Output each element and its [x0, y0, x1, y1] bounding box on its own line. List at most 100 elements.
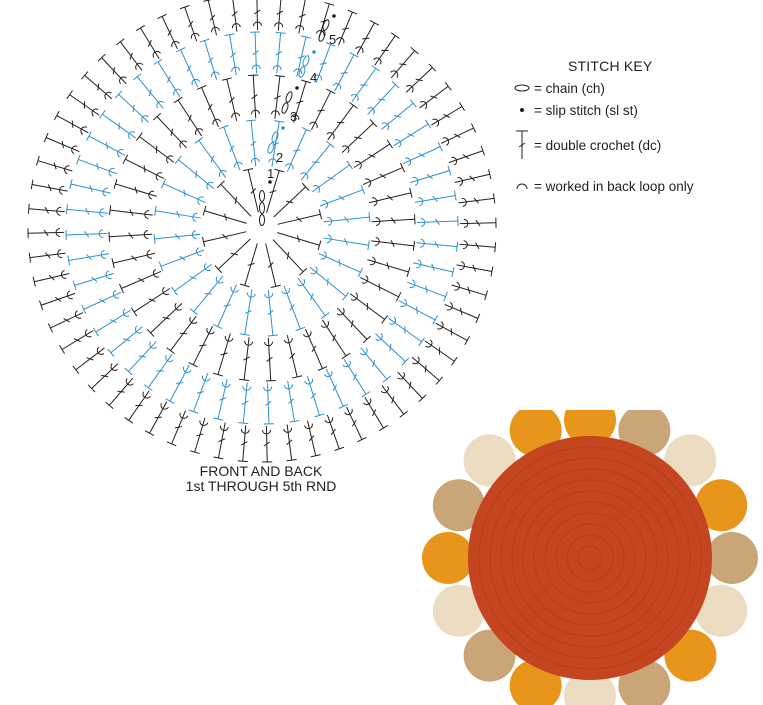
chain-stitch	[318, 30, 326, 42]
dc-stitch-r5	[448, 145, 485, 166]
back-loop-mark	[242, 385, 252, 391]
dc-stitch-r2	[160, 178, 206, 206]
round-number-3: 3	[290, 109, 297, 124]
back-loop-mark	[371, 197, 378, 207]
diagram-caption: FRONT AND BACK 1st THROUGH 5th RND	[150, 464, 372, 494]
back-loop-mark	[354, 161, 362, 170]
pompom	[432, 584, 485, 637]
dc-stitch-r5	[28, 249, 66, 263]
back-loop-mark	[60, 270, 67, 279]
back-loop-mark	[143, 230, 149, 240]
dc-stitch-r3	[173, 96, 204, 137]
back-loop-mark	[388, 316, 396, 325]
back-loop-mark	[119, 76, 127, 85]
dc-stitch-r2	[171, 262, 212, 296]
back-loop-mark	[91, 108, 99, 117]
dc-stitch-r4	[387, 316, 425, 347]
dc-stitch-r1	[243, 167, 259, 213]
back-loop-mark	[80, 126, 88, 135]
key-row-back-loop: = worked in back loop only	[512, 176, 693, 196]
turning-chains	[267, 14, 336, 154]
back-loop-mark	[380, 386, 389, 394]
dc-stitch-r5	[231, 0, 241, 32]
back-loop-mark	[122, 308, 130, 317]
back-loop-mark	[341, 145, 350, 154]
back-loop-mark	[350, 292, 358, 301]
back-loop-mark	[335, 37, 345, 44]
back-loop-mark	[218, 170, 228, 178]
dc-stitch-r5	[397, 371, 427, 403]
dc-stitch-r5	[363, 396, 389, 432]
dc-stitch-r5	[405, 63, 437, 93]
dc-stitch-r5	[262, 425, 273, 463]
back-loop-mark	[264, 293, 274, 299]
back-loop-mark	[206, 327, 215, 335]
back-loop-mark	[174, 302, 183, 311]
back-loop-mark	[156, 100, 165, 109]
dc-stitch-r4	[313, 42, 336, 83]
dc-stitch-r4	[199, 38, 220, 80]
dc-stitch-r3	[239, 337, 254, 382]
back-loop-mark	[309, 121, 318, 129]
dc-stitch-r2	[239, 289, 256, 336]
dc-stitch-r4	[304, 376, 325, 418]
back-loop-mark	[283, 337, 293, 344]
dc-stitch-r2	[154, 205, 201, 222]
dc-stitch-r4	[393, 119, 432, 148]
back-loop-mark	[375, 333, 383, 341]
back-loop-mark	[128, 131, 136, 140]
dc-stitch-r5	[115, 38, 144, 71]
back-loop-mark	[361, 275, 369, 284]
dc-stitch-r3	[221, 77, 241, 122]
key-label-double-crochet: = double crochet (dc)	[534, 137, 662, 153]
back-loop-mark	[342, 360, 351, 368]
back-loop-mark	[296, 278, 306, 286]
dc-stitch-r1	[202, 205, 247, 224]
dc-stitch-r1	[201, 231, 247, 247]
back-loop-mark	[110, 363, 119, 371]
dc-stitch-r2	[319, 184, 366, 209]
chain-stitch	[302, 55, 310, 67]
dc-stitch-r2	[268, 120, 285, 167]
dc-stitch-r1	[216, 180, 252, 217]
chain-stitch	[322, 19, 330, 31]
chain-stitch	[285, 91, 293, 103]
back-loop-mark	[195, 247, 202, 256]
back-loop-mark	[264, 341, 274, 347]
back-loop-mark	[459, 261, 465, 271]
chain-icon	[512, 78, 532, 98]
back-loop-mark	[364, 178, 372, 188]
back-loop-mark	[409, 279, 416, 289]
dc-stitch-r5	[454, 169, 492, 186]
dc-stitch-r2	[194, 137, 228, 178]
dc-stitch-r4	[153, 58, 182, 97]
back-loop-mark	[295, 25, 305, 31]
dc-stitch-r5	[430, 101, 466, 127]
chain-stitch	[259, 190, 265, 202]
dc-stitch-r1	[214, 238, 251, 274]
back-loop-mark	[420, 101, 428, 110]
dc-stitch-r4	[323, 368, 349, 409]
dc-stitch-r3	[320, 319, 351, 360]
dc-stitch-r5	[179, 5, 200, 42]
back-loop-mark	[320, 320, 329, 328]
back-loop-mark	[344, 408, 353, 416]
back-loop-mark	[224, 335, 234, 342]
dc-stitch-r3	[108, 230, 153, 242]
back-loop-mark	[191, 230, 197, 240]
back-loop-mark	[381, 122, 390, 131]
dc-stitch-r5	[32, 270, 70, 287]
slip-stitch-icon	[512, 100, 532, 120]
round-number-2: 2	[276, 150, 283, 165]
dc-stitch-r4	[381, 99, 417, 131]
back-loop-mark	[152, 268, 160, 278]
dc-stitch-r3	[188, 326, 215, 368]
cushion-stitch-rings	[478, 446, 702, 670]
chain-stitch	[281, 102, 289, 114]
dc-stitch-r5	[58, 329, 94, 355]
back-loop-mark	[373, 57, 382, 65]
back-loop-mark	[315, 30, 325, 36]
dc-stitch-r4	[72, 270, 114, 291]
dc-stitch-r5	[97, 53, 127, 85]
dc-stitch-r4	[416, 238, 459, 252]
